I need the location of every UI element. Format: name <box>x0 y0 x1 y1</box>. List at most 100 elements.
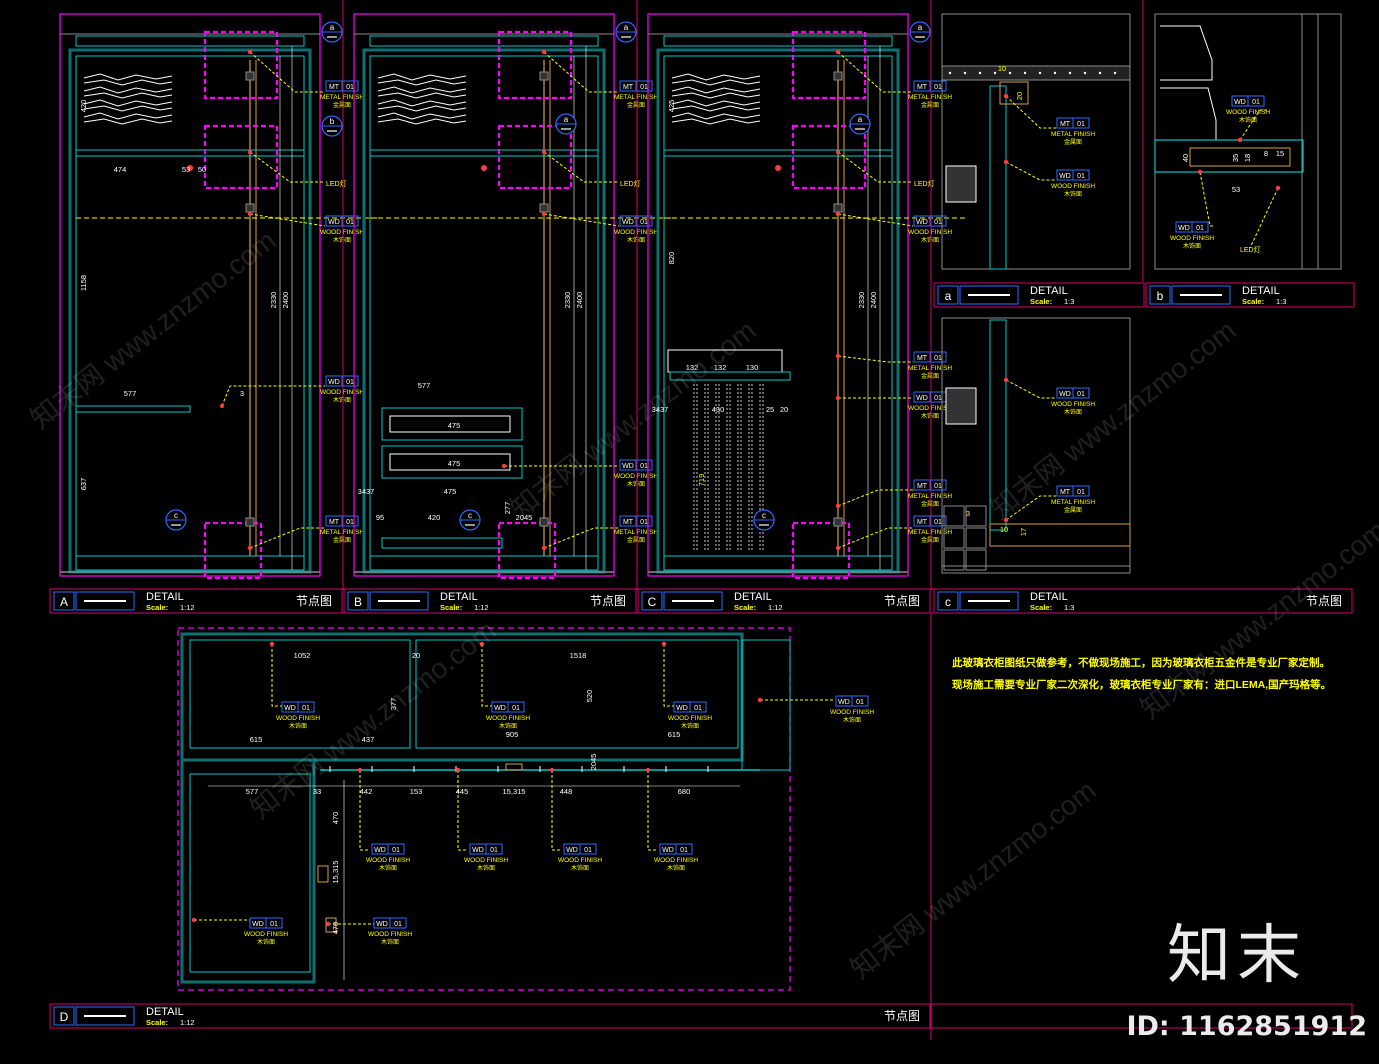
title-detail: DETAIL <box>1030 285 1068 297</box>
dim-615: 615 <box>250 735 263 744</box>
elevation-A: LED灯 <box>59 13 380 580</box>
tag-num: 01 <box>1077 173 1085 180</box>
dim-8: 8 <box>1264 149 1268 158</box>
tag-num: 01 <box>1077 391 1085 398</box>
tag-line1: WOOD FINISH <box>654 857 698 864</box>
tag-line2: 木饰面 <box>289 722 307 730</box>
dim-25: 25 <box>766 405 774 414</box>
mid-shelf <box>75 405 191 413</box>
tag-code: WD <box>1178 225 1190 232</box>
tag-code: WD <box>622 219 634 226</box>
tag-num-box <box>297 701 315 713</box>
plinth <box>663 555 893 571</box>
dim-577: 577 <box>418 381 431 390</box>
leader-dot <box>247 149 253 155</box>
tag-code: WD <box>328 219 340 226</box>
site-watermark-3: 知末网 www.znzmo.com <box>985 314 1242 524</box>
leader-dot <box>835 545 841 551</box>
tag-num-box <box>265 917 283 929</box>
folded-clothes <box>377 105 467 112</box>
tag-line2: 金属面 <box>333 536 351 544</box>
tag-num: 01 <box>1196 225 1204 232</box>
tag-line2: 木饰面 <box>333 236 351 244</box>
title-letter-box <box>937 285 959 305</box>
dim-2045: 2045 <box>589 754 598 771</box>
tag-line1: METAL FINISH <box>908 529 952 536</box>
led-label-b: LED灯 <box>1240 245 1261 254</box>
dim-132: 132 <box>686 363 699 372</box>
plinth <box>369 555 599 571</box>
tag-code: WD <box>838 699 850 706</box>
tag-line2: 木饰面 <box>381 938 399 946</box>
wall <box>1301 13 1319 270</box>
leader-c-wd <box>1005 379 1056 399</box>
tag-line1: METAL FINISH <box>908 94 952 101</box>
dim-474: 474 <box>114 165 127 174</box>
dim-15: 15 <box>1276 149 1284 158</box>
dim-35: 35 <box>1231 154 1240 162</box>
leader-dot <box>1237 137 1243 143</box>
tag-line2: 木饰面 <box>379 864 397 872</box>
concrete-dot <box>1053 71 1057 75</box>
detail-box-bottom <box>203 521 263 580</box>
leader-dot <box>269 641 275 647</box>
tag-line2: 木饰面 <box>257 938 275 946</box>
tag-num-box <box>485 843 503 855</box>
tag-line1: METAL FINISH <box>614 529 658 536</box>
tag-num: 01 <box>934 84 942 91</box>
floor-tile <box>965 549 987 571</box>
dim-153: 153 <box>410 787 423 796</box>
detail-b: LED灯 <box>1154 13 1342 270</box>
dim-33: 33 <box>313 787 321 796</box>
detail-box-mid <box>497 124 573 190</box>
callout-a2: a <box>849 113 871 135</box>
dim-15315: 15,315 <box>503 787 526 796</box>
tag-num-box <box>341 215 359 227</box>
tag-num-box <box>341 80 359 92</box>
tag-line2: 木饰面 <box>477 864 495 872</box>
title-block-frame <box>1145 282 1355 308</box>
site-watermark-1: 知末网 www.znzmo.com <box>25 224 282 434</box>
callout-letter: a <box>564 115 569 124</box>
tag-num-box <box>635 459 653 471</box>
title-letter: B <box>354 595 362 609</box>
dim-130: 130 <box>746 363 759 372</box>
tag-num: 01 <box>346 84 354 91</box>
title-scale-label: Scale: <box>1030 297 1052 306</box>
folded-clothes <box>671 73 761 81</box>
tag-line1: WOOD FINISH <box>464 857 508 864</box>
tag-line1: METAL FINISH <box>614 94 658 101</box>
leader-wd-mid <box>837 213 914 227</box>
dim-425: 425 <box>667 100 676 113</box>
tag-line1: WOOD FINISH <box>1051 401 1095 408</box>
ceiling-board <box>369 35 599 47</box>
leader-wd-mid <box>249 213 326 227</box>
dim-10: 10 <box>1000 525 1008 534</box>
dim-475: 475 <box>448 459 461 468</box>
callout-a: a <box>909 21 931 43</box>
tag-code: MT <box>917 84 928 91</box>
leader-dot <box>1197 169 1203 175</box>
concrete-dot <box>1083 71 1087 75</box>
tag-line2: 木饰面 <box>1064 408 1082 416</box>
dim-3: 3 <box>966 509 970 518</box>
callout-c: c <box>459 509 481 531</box>
leader-dot <box>479 641 485 647</box>
tag-line1: WOOD FINISH <box>320 229 364 236</box>
detail-c <box>941 317 1131 574</box>
tag-num: 01 <box>640 519 648 526</box>
callout-letter: a <box>624 23 629 32</box>
title-blank-box <box>1171 285 1231 305</box>
leader-dot <box>1003 93 1009 99</box>
tag-num-box <box>341 515 359 527</box>
tag-num-box <box>929 515 947 527</box>
title-scale: 1:12 <box>474 603 489 612</box>
